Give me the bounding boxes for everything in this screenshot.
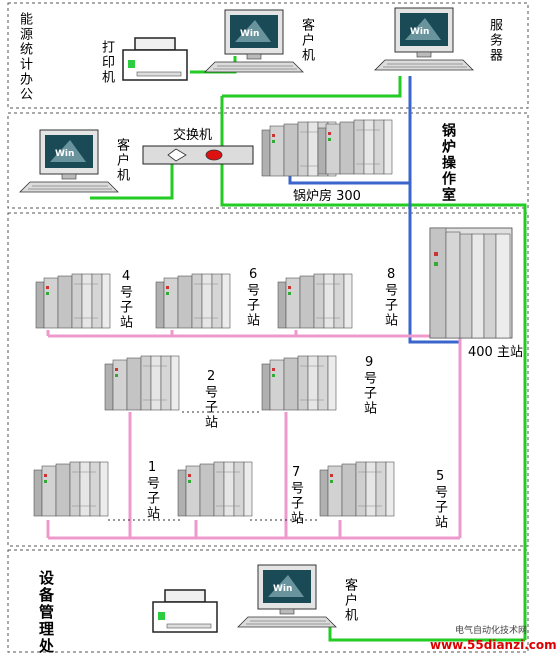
boiler-plc-label: 锅炉房 300 [293, 189, 361, 204]
printer-icon [122, 37, 188, 81]
substation-num: 4 [122, 269, 131, 284]
substation-4-plc-icon [35, 273, 111, 329]
office-client-monitor-icon [204, 9, 304, 73]
server-monitor-icon [374, 7, 474, 71]
substation-1-plc-icon [33, 461, 109, 517]
master-station-label: 400 主站 [468, 345, 523, 360]
switch-label: 交换机 [173, 128, 213, 143]
substation-text: 号子站 [202, 385, 217, 430]
substation-num: 6 [249, 267, 258, 282]
monitor-logo: Win [410, 27, 429, 37]
dotted-links [108, 411, 320, 521]
watermark-title: 电气自动化技术网 [455, 626, 528, 636]
substation-9-plc-icon [261, 355, 337, 411]
zone-boiler-room [7, 112, 529, 209]
substation-num: 5 [436, 469, 445, 484]
substation-text: 号子站 [288, 481, 303, 526]
substation-8-plc-icon [277, 273, 353, 329]
boiler-plc-icon [261, 119, 393, 177]
zone-title-boiler-room: 锅炉操作室 [440, 123, 456, 203]
zone-title-office: 能源统计办公 [17, 12, 32, 102]
master-station-plc-icon [429, 227, 513, 339]
zone-office [7, 2, 529, 109]
server-label: 服务器 [487, 18, 502, 63]
network-diagram: Win Win Win Win [7, 2, 529, 653]
bus-lines [46, 330, 462, 540]
substation-text: 号子站 [117, 285, 132, 330]
monitor-logo: Win [55, 149, 74, 159]
monitor-logo: Win [273, 584, 292, 594]
office-client-label: 客户机 [299, 18, 314, 63]
substation-num: 9 [365, 355, 374, 370]
substation-text: 号子站 [144, 476, 159, 521]
boiler-client-label: 客户机 [114, 138, 129, 183]
equipment-client-monitor-icon [237, 564, 337, 628]
substation-text: 号子站 [244, 283, 259, 328]
watermark-url: www.55dianzi.com [430, 638, 557, 652]
substation-num: 7 [292, 465, 301, 480]
zone-substations [7, 212, 529, 547]
substation-num: 1 [148, 460, 157, 475]
substation-text: 号子站 [382, 283, 397, 328]
zone-equipment [7, 549, 529, 653]
substation-6-plc-icon [155, 273, 231, 329]
zone-title-equipment: 设备管理处 [37, 570, 55, 655]
equipment-printer-icon [152, 589, 218, 633]
equipment-client-label: 客户机 [342, 578, 357, 623]
substation-num: 2 [207, 369, 216, 384]
switch-icon [142, 145, 254, 165]
substation-5-plc-icon [319, 461, 395, 517]
substation-num: 8 [387, 267, 396, 282]
monitor-logo: Win [240, 29, 259, 39]
substation-7-plc-icon [177, 461, 253, 517]
substation-2-plc-icon [104, 355, 180, 411]
substation-text: 号子站 [432, 485, 447, 530]
substation-text: 号子站 [361, 371, 376, 416]
printer-label: 打印机 [99, 40, 114, 85]
boiler-client-monitor-icon [19, 129, 119, 193]
